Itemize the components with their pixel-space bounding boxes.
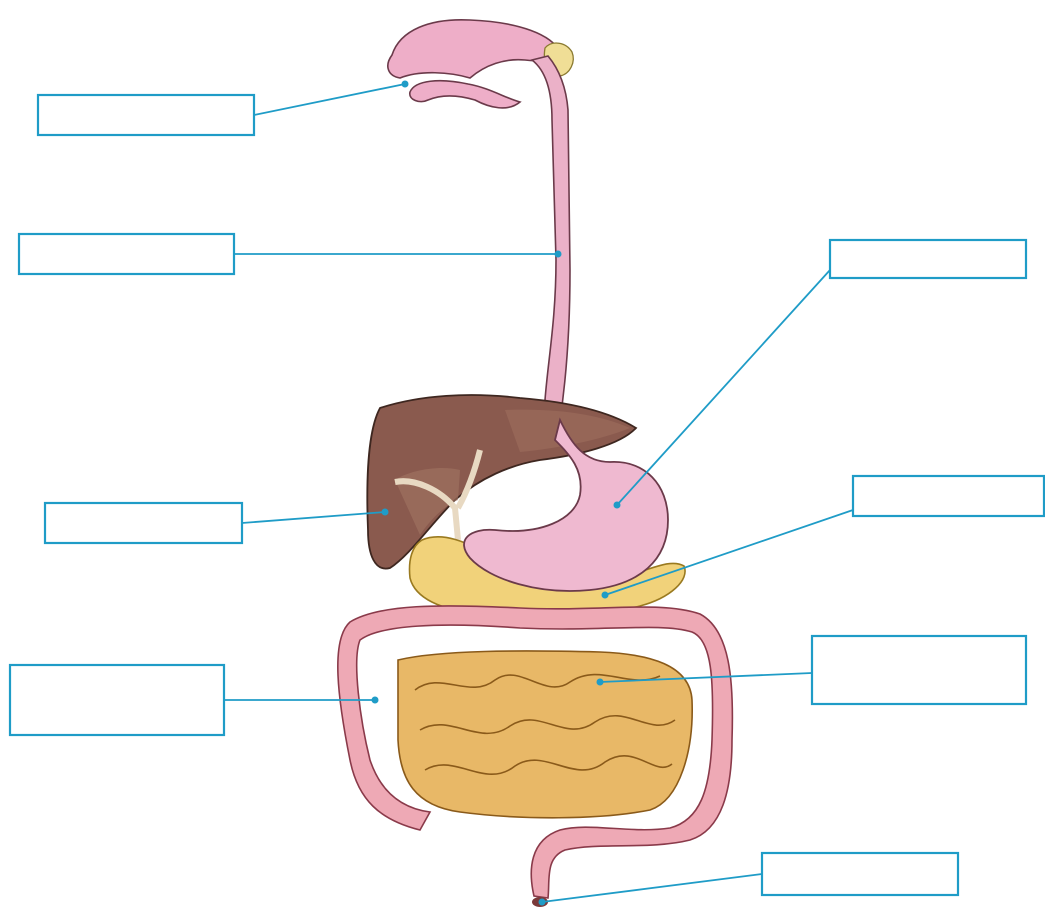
leader-liver — [242, 512, 385, 523]
label-stomach[interactable] — [830, 240, 1026, 278]
label-mouth[interactable] — [38, 95, 254, 135]
small-intestine-illustration — [398, 651, 692, 818]
esophagus-illustration — [532, 56, 570, 420]
organ-illustration — [338, 20, 733, 907]
leader-stomach — [617, 270, 830, 505]
label-esophagus[interactable] — [19, 234, 234, 274]
label-liver[interactable] — [45, 503, 242, 543]
label-small-intestine[interactable] — [812, 636, 1026, 704]
leader-mouth — [254, 84, 405, 115]
label-large-intestine[interactable] — [10, 665, 224, 735]
leader-anus — [542, 874, 762, 902]
label-anus[interactable] — [762, 853, 958, 895]
label-pancreas[interactable] — [853, 476, 1044, 516]
